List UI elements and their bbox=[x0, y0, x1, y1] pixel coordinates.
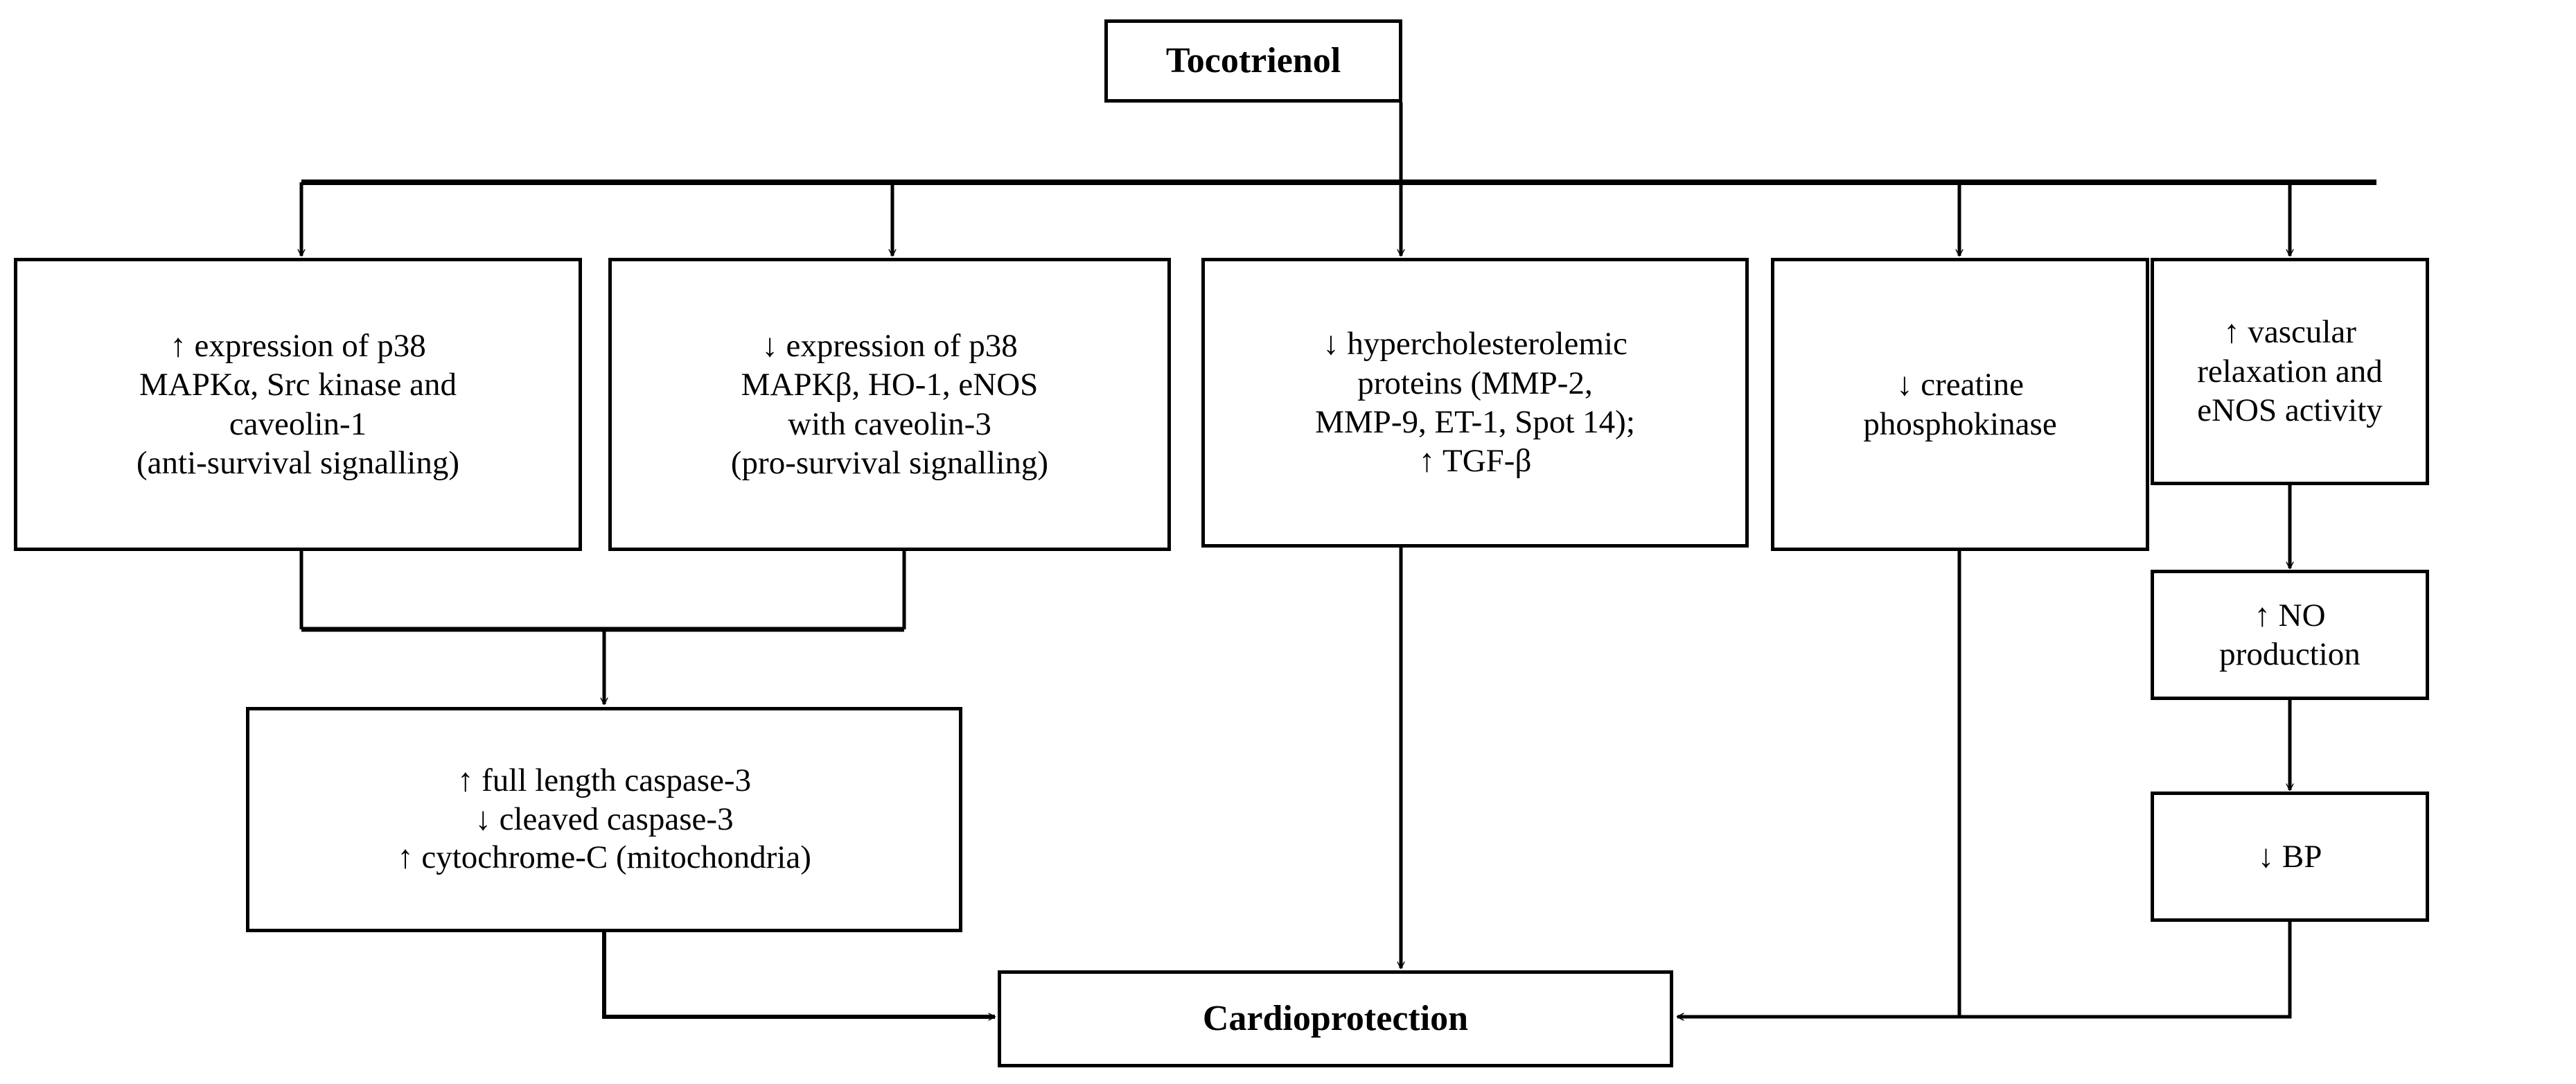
node-cardioprotection-label: Cardioprotection bbox=[1202, 998, 1469, 1038]
node-hypercholesterolemic-proteins-label: ↓ hypercholesterolemic proteins (MMP-2, … bbox=[1315, 326, 1635, 480]
edge-bp-to-cardioprotection bbox=[1677, 922, 2292, 1017]
node-p38-upregulation[interactable]: ↑ expression of p38 MAPKα, Src kinase an… bbox=[14, 258, 582, 551]
node-blood-pressure-label: ↓ BP bbox=[2257, 838, 2322, 875]
node-no-production-label: ↑ NO production bbox=[2219, 597, 2361, 672]
node-creatine-phosphokinase-label: ↓ creatine phosphokinase bbox=[1863, 367, 2057, 442]
node-p38-downregulation[interactable]: ↓ expression of p38 MAPKβ, HO-1, eNOS wi… bbox=[608, 258, 1171, 551]
node-no-production[interactable]: ↑ NO production bbox=[2151, 570, 2429, 700]
node-vascular-relaxation[interactable]: ↑ vascular relaxation and eNOS activity bbox=[2151, 258, 2429, 485]
edge-creatine-to-cardioprotection bbox=[1677, 551, 1961, 1017]
node-creatine-phosphokinase[interactable]: ↓ creatine phosphokinase bbox=[1771, 258, 2149, 551]
node-caspase-cytochrome-label: ↑ full length caspase-3 ↓ cleaved caspas… bbox=[397, 762, 811, 876]
node-blood-pressure[interactable]: ↓ BP bbox=[2151, 792, 2429, 922]
node-p38-downregulation-label: ↓ expression of p38 MAPKβ, HO-1, eNOS wi… bbox=[730, 327, 1049, 481]
node-p38-upregulation-label: ↑ expression of p38 MAPKα, Src kinase an… bbox=[136, 327, 459, 481]
node-tocotrienol[interactable]: Tocotrienol bbox=[1104, 19, 1402, 103]
node-hypercholesterolemic-proteins[interactable]: ↓ hypercholesterolemic proteins (MMP-2, … bbox=[1201, 258, 1749, 548]
node-caspase-cytochrome[interactable]: ↑ full length caspase-3 ↓ cleaved caspas… bbox=[246, 707, 962, 932]
node-tocotrienol-label: Tocotrienol bbox=[1165, 40, 1341, 80]
node-vascular-relaxation-label: ↑ vascular relaxation and eNOS activity bbox=[2197, 314, 2383, 429]
edge-caspase-to-cardioprotection bbox=[602, 932, 995, 1017]
node-cardioprotection[interactable]: Cardioprotection bbox=[998, 970, 1673, 1067]
